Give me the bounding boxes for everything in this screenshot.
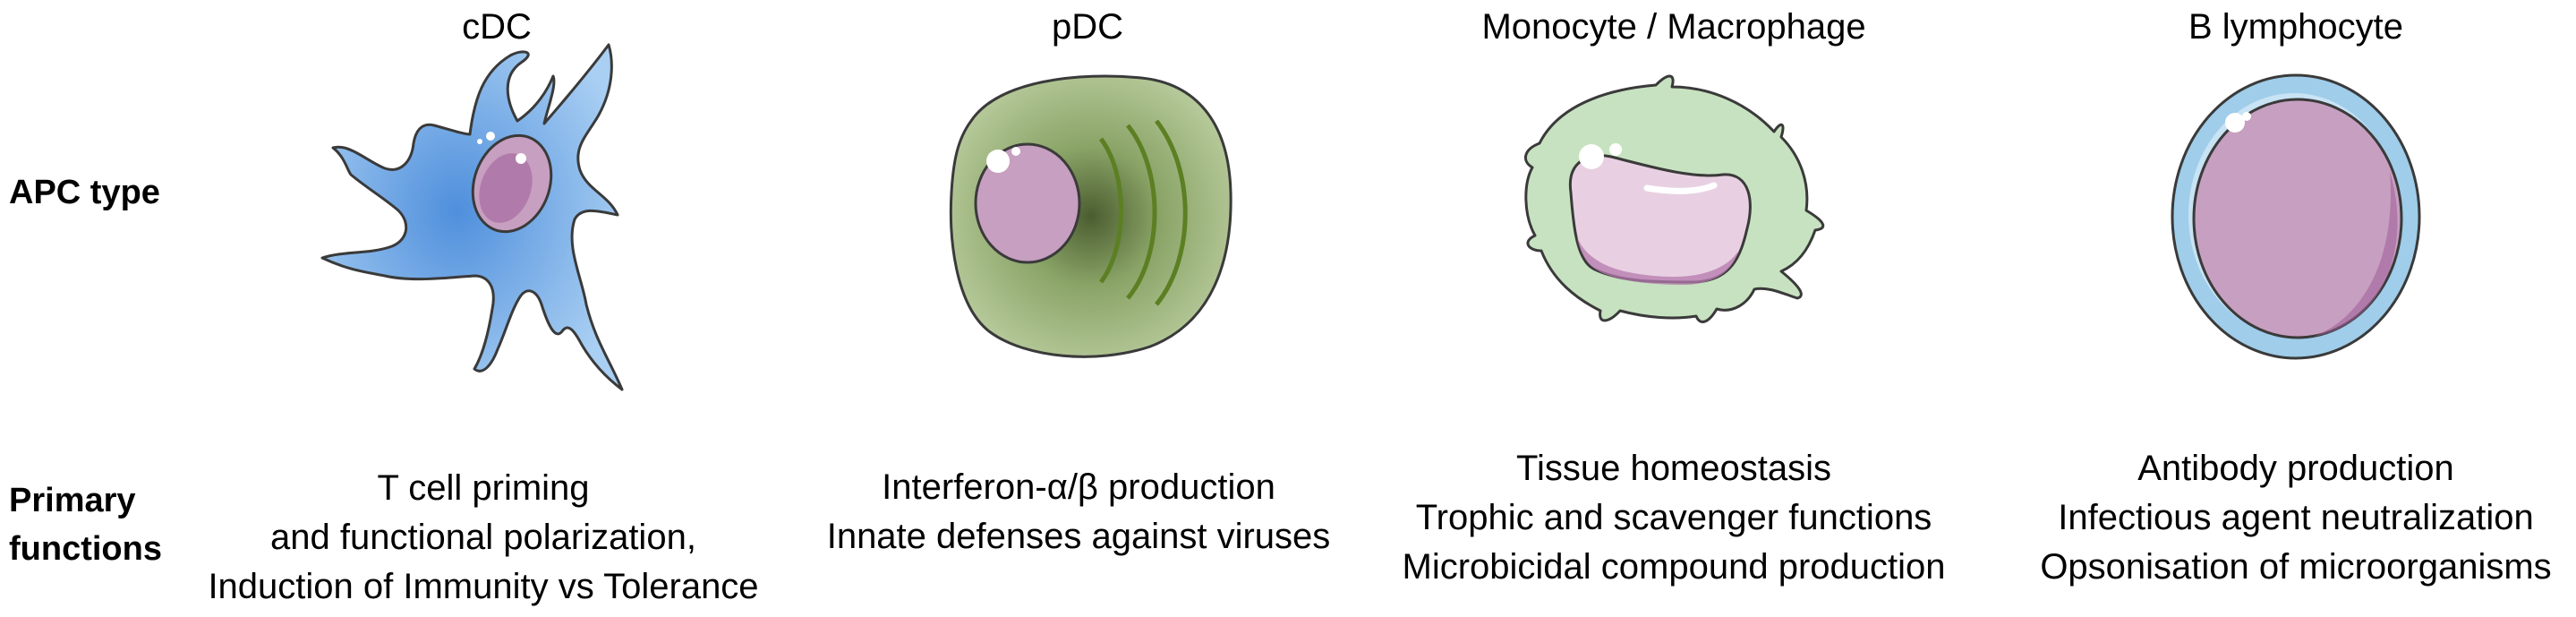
primary-functions-label-line-2: functions bbox=[9, 530, 162, 568]
function-line: Interferon-α/β production bbox=[882, 467, 1275, 507]
primary-functions-label: Primary functions bbox=[9, 476, 162, 573]
function-line: Tissue homeostasis bbox=[1516, 449, 1831, 488]
macrophage-functions: Tissue homeostasis Trophic and scavenger… bbox=[1334, 444, 2014, 592]
function-line: Microbicidal compound production bbox=[1402, 547, 1946, 587]
function-line: Antibody production bbox=[2137, 449, 2454, 488]
cdc-title: cDC bbox=[462, 7, 532, 47]
b-lymphocyte-cell-icon bbox=[2171, 73, 2421, 360]
function-line: Opsonisation of microorganisms bbox=[2040, 547, 2552, 587]
function-line: Induction of Immunity vs Tolerance bbox=[208, 567, 759, 606]
b-lymphocyte-functions: Antibody production Infectious agent neu… bbox=[1956, 444, 2576, 592]
macrophage-cell-icon bbox=[1524, 74, 1825, 323]
function-line: T cell priming bbox=[377, 468, 590, 508]
function-line: Infectious agent neutralization bbox=[2058, 498, 2534, 537]
b-lymphocyte-title: B lymphocyte bbox=[2188, 7, 2404, 47]
cdc-functions: T cell priming and functional polarizati… bbox=[143, 464, 823, 612]
pdc-title: pDC bbox=[1051, 7, 1124, 47]
macrophage-title: Monocyte / Macrophage bbox=[1481, 7, 1866, 47]
function-line: Innate defenses against viruses bbox=[826, 517, 1331, 556]
primary-functions-label-line-1: Primary bbox=[9, 482, 136, 519]
pdc-functions: Interferon-α/β production Innate defense… bbox=[738, 463, 1419, 561]
function-line: and functional polarization, bbox=[270, 518, 696, 557]
plasmacytoid-cell-icon bbox=[949, 74, 1233, 358]
dendritic-cell-icon bbox=[320, 43, 624, 391]
apc-type-label: APC type bbox=[9, 174, 160, 211]
function-line: Trophic and scavenger functions bbox=[1415, 498, 1932, 537]
